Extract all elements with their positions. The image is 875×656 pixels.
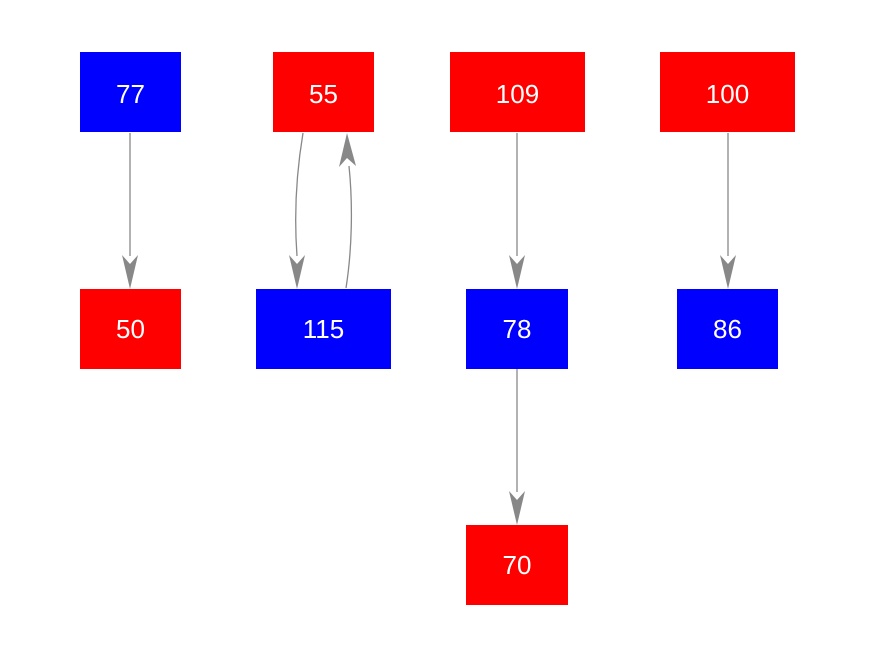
arrowhead-109-to-78 [509,255,525,289]
node-50: 50 [80,289,181,369]
node-70-label: 70 [503,550,532,580]
node-50-box [80,289,181,369]
node-109-box [450,52,585,132]
arrowhead-100-to-86 [720,255,736,289]
node-115-box [256,289,391,369]
node-78-label: 78 [503,314,532,344]
nodes: 77 55 109 100 50 115 78 86 [80,52,795,605]
node-109-label: 109 [496,79,539,109]
arrowhead-78-to-70 [509,491,525,525]
edge-55-to-115 [295,132,304,257]
node-78-box [466,289,568,369]
node-55-box [273,52,374,132]
node-55-label: 55 [309,79,338,109]
node-109: 109 [450,52,585,132]
node-86-box [677,289,778,369]
node-115-label: 115 [303,314,344,344]
node-86-label: 86 [713,314,742,344]
edge-115-to-55 [345,165,353,289]
node-100-label: 100 [706,79,749,109]
node-70-box [466,525,568,605]
node-50-label: 50 [116,314,145,344]
node-86: 86 [677,289,778,369]
arrowhead-115-to-55 [339,133,356,167]
edges [122,132,736,525]
node-77-box [80,52,181,132]
arrowhead-55-to-115 [289,255,305,289]
arrowhead-77-to-50 [122,255,138,289]
node-100-box [660,52,795,132]
node-77-label: 77 [116,79,145,109]
node-100: 100 [660,52,795,132]
node-78: 78 [466,289,568,369]
node-55: 55 [273,52,374,132]
node-115: 115 [256,289,391,369]
node-70: 70 [466,525,568,605]
node-77: 77 [80,52,181,132]
